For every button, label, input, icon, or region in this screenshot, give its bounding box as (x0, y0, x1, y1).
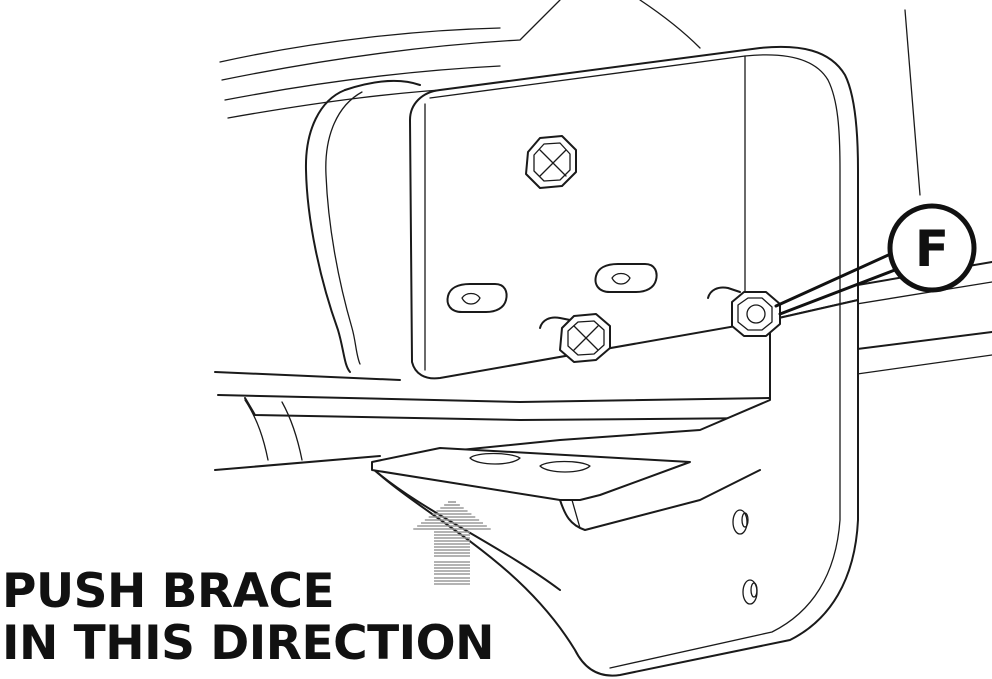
instruction-text: PUSH BRACE IN THIS DIRECTION (2, 566, 494, 670)
plate-slots (446, 263, 741, 329)
lower-bolt (559, 313, 611, 363)
top-bolt (525, 135, 577, 189)
callout-circle (887, 203, 977, 293)
slot-right (594, 263, 658, 293)
angle-brace (371, 299, 859, 677)
instruction-line-2: IN THIS DIRECTION (2, 616, 494, 671)
callout-leader (774, 250, 902, 316)
frame-rail (214, 261, 992, 471)
push-arrow (413, 501, 491, 585)
slot-left (446, 283, 508, 313)
instruction-line-1: PUSH BRACE (2, 564, 335, 619)
side-bracket (304, 79, 421, 373)
callout-f: F (887, 203, 977, 293)
nut-f (731, 291, 781, 337)
callout-letter: F (915, 220, 949, 278)
frame-upper-lines (219, 0, 961, 281)
